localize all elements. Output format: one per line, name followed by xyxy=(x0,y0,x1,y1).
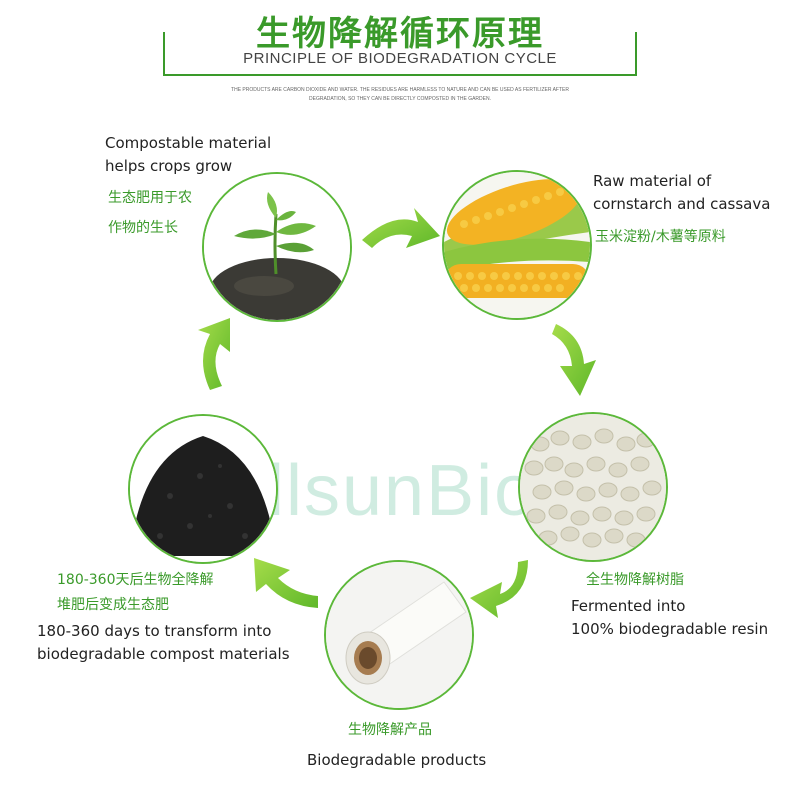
arrow-resin-to-products xyxy=(470,560,528,618)
compost-soil-icon xyxy=(128,414,278,564)
raw-label-en-2: cornstarch and cassava xyxy=(593,195,771,213)
resin-pellets-icon xyxy=(518,412,668,562)
raw-label-en-1: Raw material of xyxy=(593,172,712,190)
compost-label-en-2: helps crops grow xyxy=(105,157,233,175)
arrow-compost-to-raw xyxy=(362,208,440,248)
title-frame xyxy=(163,32,637,76)
page-subtitle: PRINCIPLE OF BIODEGRADATION CYCLE xyxy=(243,50,557,67)
compost-label-cn-1: 生态肥用于农 xyxy=(108,190,192,206)
degrade-label-en-2: biodegradable compost materials xyxy=(37,645,290,663)
compost-label-en-1: Compostable material xyxy=(105,134,272,152)
resin-label-en-2: 100% biodegradable resin xyxy=(571,620,769,638)
degrade-label-en-1: 180-360 days to transform into xyxy=(37,622,272,640)
degrade-label-cn-1: 180-360天后生物全降解 xyxy=(57,572,214,588)
resin-label-en-1: Fermented into xyxy=(571,597,686,615)
compost-label-cn-2: 作物的生长 xyxy=(108,220,178,236)
arrow-degrade-to-compost xyxy=(198,318,230,390)
film-roll-icon xyxy=(324,560,474,710)
raw-label-cn-1: 玉米淀粉/木薯等原料 xyxy=(595,229,726,245)
corn-icon xyxy=(442,170,592,320)
arrow-products-to-degrade xyxy=(254,558,318,608)
products-label-en-1: Biodegradable products xyxy=(307,751,487,769)
note-line-2: DEGRADATION, SO THEY CAN BE DIRECTLY COM… xyxy=(309,96,491,102)
resin-label-cn-1: 全生物降解树脂 xyxy=(586,572,684,588)
degrade-label-cn-2: 堆肥后变成生态肥 xyxy=(57,597,169,613)
note-line-1: THE PRODUCTS ARE CARBON DIOXIDE AND WATE… xyxy=(231,87,569,93)
page-title: 生物降解循环原理 xyxy=(0,6,800,55)
arrow-raw-to-resin xyxy=(552,324,596,396)
seedling-in-soil-icon xyxy=(202,172,352,322)
products-label-cn-1: 生物降解产品 xyxy=(348,722,432,738)
